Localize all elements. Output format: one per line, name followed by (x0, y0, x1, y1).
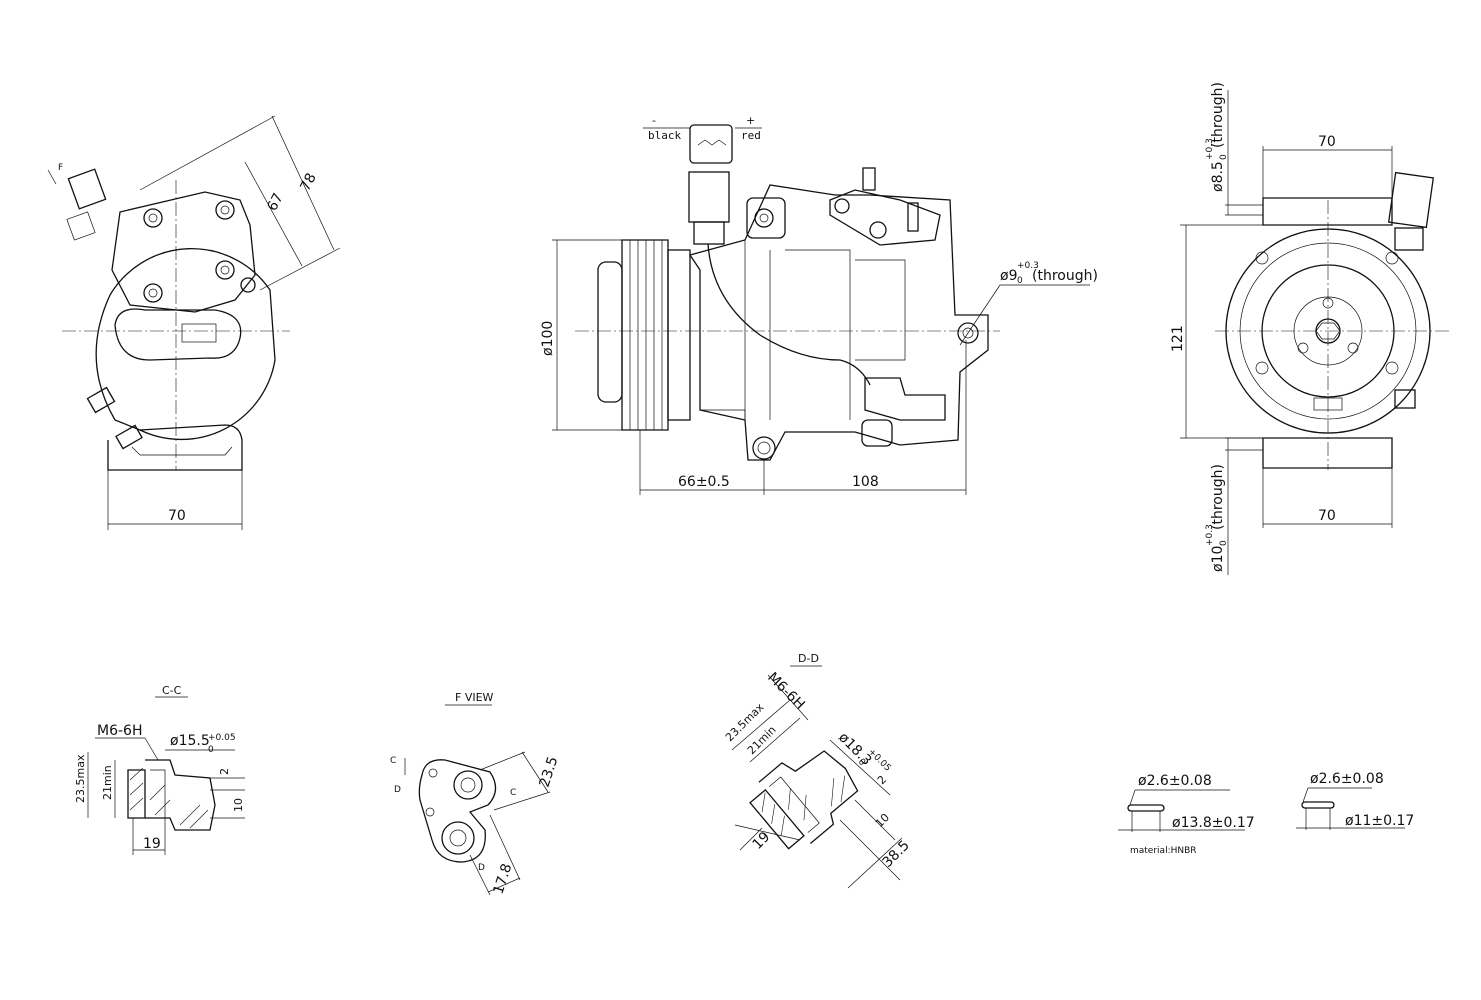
cc-min-depth: 21min (101, 765, 114, 800)
f-marker-c2: C (510, 788, 516, 798)
cc-bore-tol-upper: +0.05 (208, 733, 236, 743)
dd-dim-19: 19 (750, 829, 774, 853)
length-label: 108 (852, 474, 879, 490)
front-view: - + black red (540, 114, 1098, 495)
cc-max-depth: 23.5max (74, 754, 87, 803)
f-marker-c: C (390, 756, 396, 766)
cc-thread-label: M6-6H (97, 723, 142, 739)
section-cc-title: C-C (162, 684, 182, 697)
dd-dim-385: 38.5 (880, 837, 913, 870)
offset-label: 66±0.5 (678, 474, 730, 490)
oring1-material: material:HNBR (1130, 846, 1197, 856)
bottom-hole-label: ø10 (1210, 546, 1226, 572)
height-label: 121 (1170, 325, 1186, 352)
hole-tol-upper: +0.3 (1017, 261, 1039, 271)
section-dd-title: D-D (798, 652, 819, 665)
right-bottom-width: 70 (1318, 508, 1336, 524)
oring1-cross-section: ø2.6±0.08 (1138, 773, 1212, 789)
f-marker-d2: D (478, 863, 485, 873)
top-hole-label: ø8.5 (1210, 161, 1226, 192)
connector-plus: + (746, 114, 755, 127)
dd-dim-2: 2 (875, 773, 889, 787)
left-width-label: 70 (168, 508, 186, 524)
dim-78-label: 78 (297, 171, 319, 194)
oring2-cross-section: ø2.6±0.08 (1310, 771, 1384, 787)
left-view: F 70 78 67 (47, 115, 341, 530)
o-ring-2: ø2.6±0.08 ø11±0.17 (1296, 771, 1414, 830)
top-hole-tol-lower: 0 (1219, 154, 1229, 160)
f-view-title: F VIEW (455, 691, 494, 704)
dd-dim-10: 10 (873, 811, 892, 830)
cc-bore-label: ø15.5 (170, 733, 210, 749)
top-hole-note: (through) (1210, 82, 1226, 148)
hole-dia-label: ø9 (1000, 268, 1017, 284)
wire-black-label: black (648, 129, 681, 142)
hole-tol-lower: 0 (1017, 276, 1023, 286)
o-ring-1: ø2.6±0.08 ø13.8±0.17 material:HNBR (1118, 773, 1255, 856)
dd-bore-tol-lower: 0 (856, 757, 867, 768)
f-view: F VIEW C D C D 23.5 17.8 (390, 691, 561, 896)
oring2-inner-dia: ø11±0.17 (1345, 813, 1414, 829)
hole-note: (through) (1032, 268, 1098, 284)
right-top-width: 70 (1318, 134, 1336, 150)
top-hole-tol-upper: +0.3 (1205, 138, 1215, 160)
oring1-inner-dia: ø13.8±0.17 (1172, 815, 1255, 831)
cc-dim-19: 19 (143, 836, 161, 852)
right-view: 70 70 121 ø8.5 +0.3 0 (through) ø10 +0.3… (1170, 82, 1450, 575)
f-marker-d: D (394, 785, 401, 795)
cc-dim-10: 10 (232, 798, 245, 812)
dd-thread-label: M6-6H (764, 670, 807, 713)
connector-minus: - (652, 114, 656, 127)
bottom-hole-tol-lower: 0 (1219, 540, 1229, 546)
f-dim-235: 23.5 (537, 755, 562, 790)
section-c-c: C-C M6-6H ø15.5 +0.05 0 23.5max 21min 2 … (74, 684, 245, 855)
wire-red-label: red (741, 129, 761, 142)
view-marker-f: F (58, 163, 63, 173)
pulley-dia-label: ø100 (540, 321, 556, 356)
cc-dim-2: 2 (218, 768, 231, 775)
bottom-hole-tol-upper: +0.3 (1205, 524, 1215, 546)
bottom-hole-note: (through) (1210, 464, 1226, 530)
f-dim-178: 17.8 (491, 862, 516, 897)
dim-67-label: 67 (264, 191, 286, 214)
section-d-d: D-D M6-6H 23.5max 21min ø18.3 +0.05 0 2 … (723, 652, 913, 889)
